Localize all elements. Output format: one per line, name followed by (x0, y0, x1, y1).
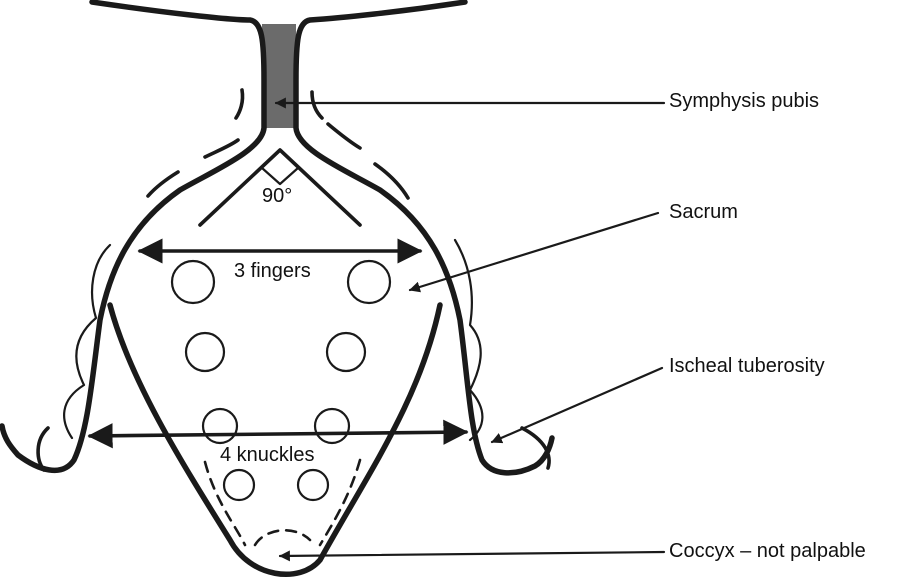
pelvis-outline-right (293, 0, 555, 476)
label-ischeal-tuberosity: Ischeal tuberosity (669, 355, 825, 377)
label-symphysis-pubis: Symphysis pubis (669, 90, 820, 112)
knuckle-circle-4 (296, 468, 330, 502)
dashed-arc-right-2 (326, 122, 362, 150)
finger-circle-2 (346, 259, 392, 305)
knuckle-circle-2 (313, 407, 351, 445)
finger-circle-3 (184, 331, 226, 373)
coccyx-leader (278, 550, 666, 562)
finger-circle-1 (170, 259, 216, 305)
knuckle-circle-3 (222, 468, 256, 502)
symphysis-pubis-block (262, 24, 296, 128)
label-coccyx: Coccyx – not palpable (669, 540, 866, 562)
ischeal-leader (490, 366, 664, 444)
angle-label: 90° (262, 185, 293, 207)
pelvis-outline-left (0, 0, 267, 474)
dashed-arc-right-1 (310, 90, 324, 120)
coccyx-dashed-outline (203, 458, 362, 547)
outlet-outline (107, 302, 443, 577)
right-hook (520, 426, 551, 470)
four-knuckles-label: 4 knuckles (220, 444, 315, 466)
dashed-arc-right-3 (373, 162, 410, 200)
four-knuckles-arrow (87, 419, 469, 449)
label-sacrum: Sacrum (669, 201, 738, 223)
knuckle-circle-1 (201, 407, 239, 445)
left-wavy-edge (63, 243, 112, 440)
dashed-arc-left-1 (234, 88, 245, 120)
right-angle-marker (260, 166, 300, 186)
finger-circle-4 (325, 331, 367, 373)
dashed-arc-left-2 (203, 138, 240, 159)
three-fingers-label: 3 fingers (234, 260, 311, 282)
sacrum-leader (408, 211, 660, 293)
coccyx-dashed-tip (253, 529, 312, 547)
dashed-arc-left-3 (146, 170, 180, 198)
left-hook (36, 426, 50, 472)
right-wavy-edge (453, 238, 484, 442)
subpubic-angle-lines (198, 148, 362, 227)
